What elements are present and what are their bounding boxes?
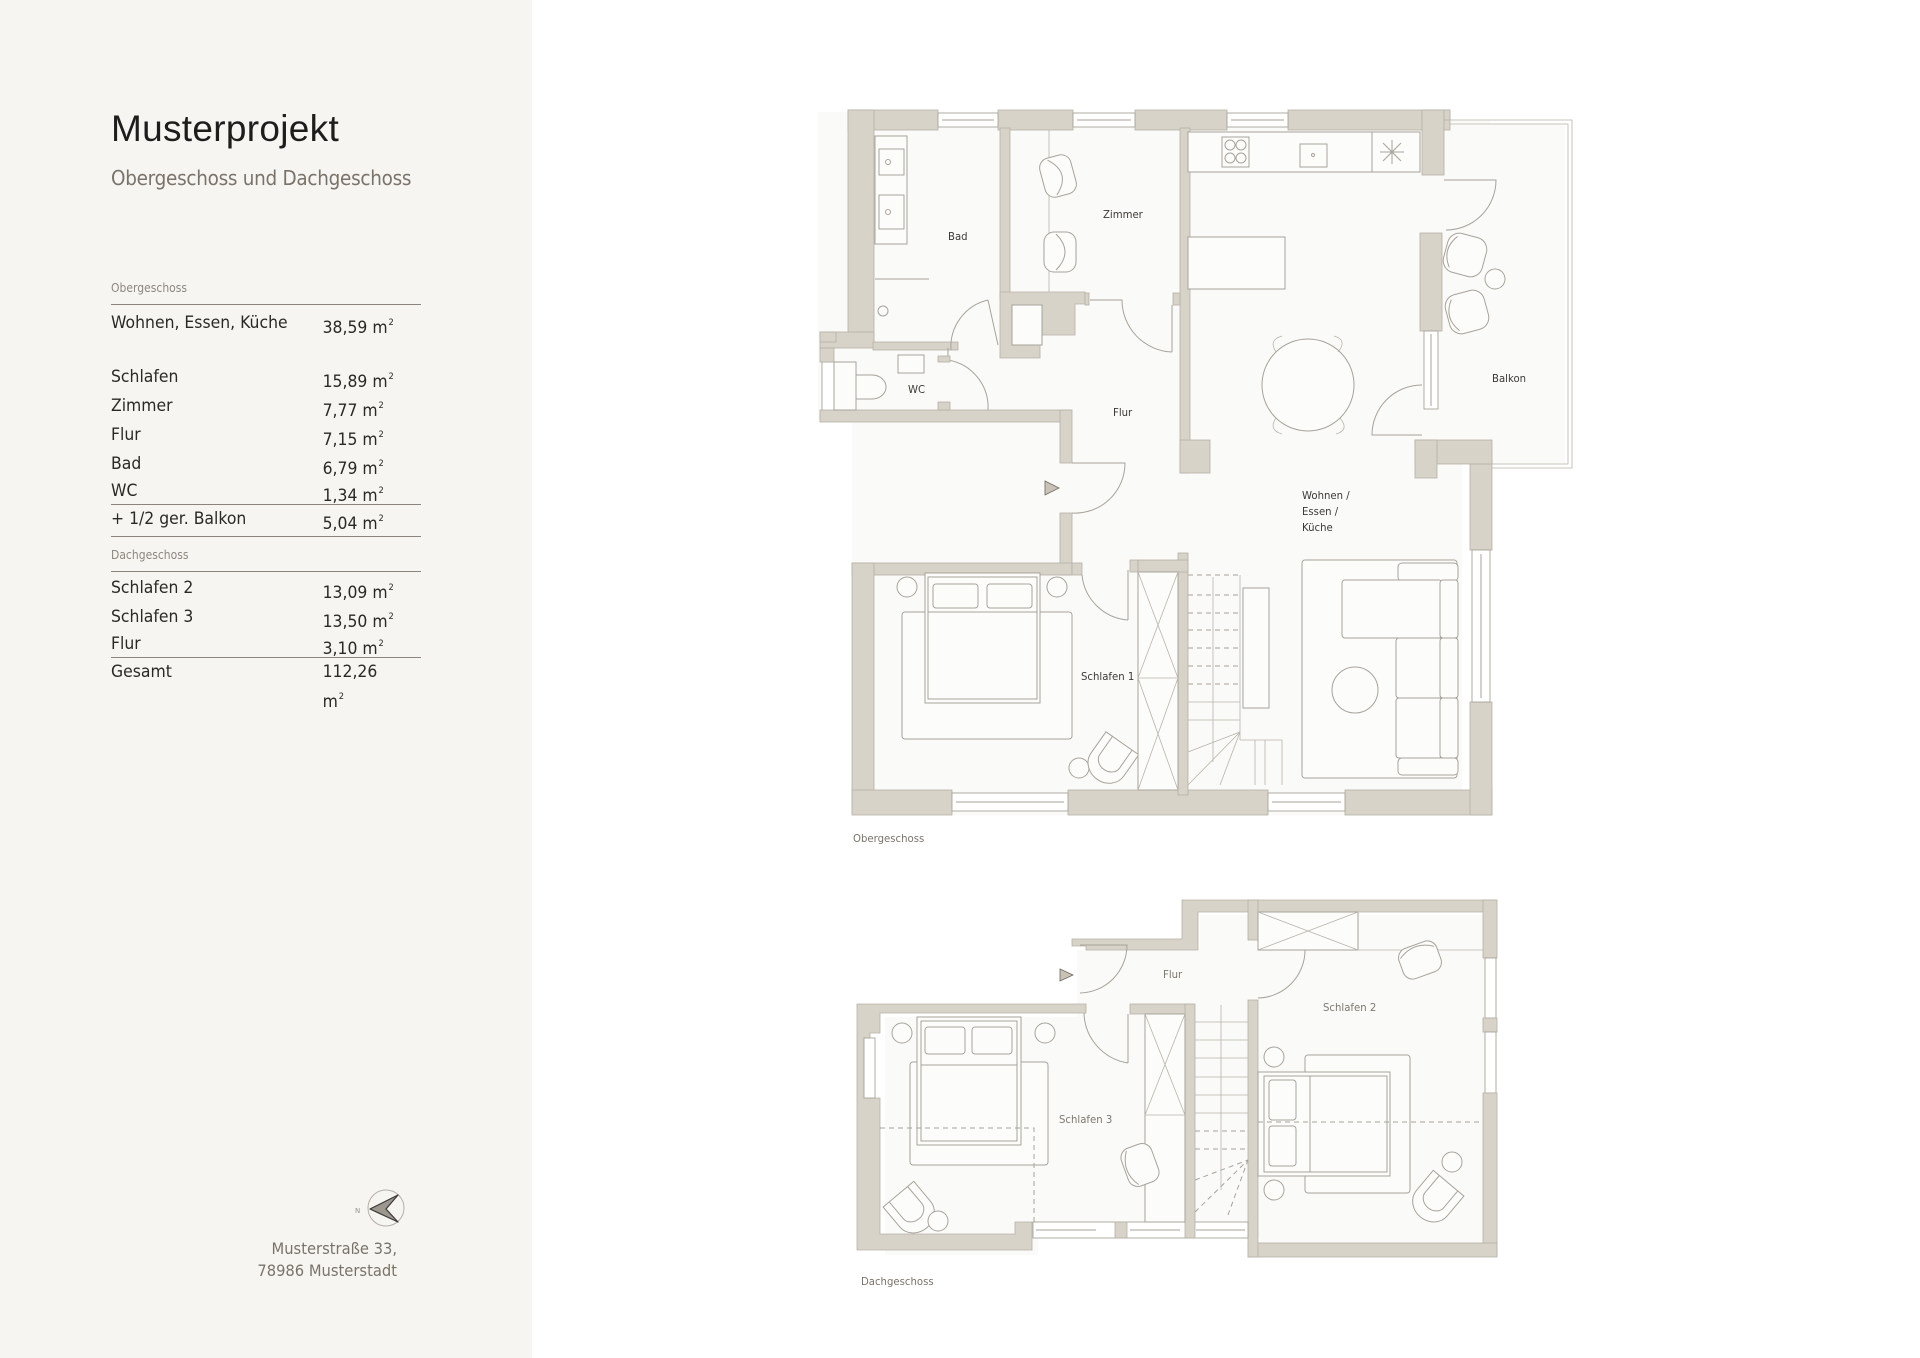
area-row: Bad 6,79 m2: [111, 450, 396, 479]
address-line-2: 78986 Musterstadt: [257, 1261, 397, 1280]
area-row-label: Schlafen: [111, 367, 179, 387]
section-label-obergeschoss: Obergeschoss: [111, 281, 188, 295]
room-label-schlafen1: Schlafen 1: [1081, 670, 1135, 683]
address: Musterstraße 33, 78986 Musterstadt: [253, 1238, 397, 1282]
divider: [111, 571, 421, 572]
area-row: Flur 7,15 m2: [111, 421, 396, 450]
area-row-label: Schlafen 2: [111, 578, 194, 598]
divider: [111, 504, 421, 505]
area-row: WC 1,34 m2: [111, 479, 396, 506]
area-row-value: 13,50 m2: [322, 612, 394, 632]
area-row-value: 3,10 m2: [322, 639, 384, 659]
divider: [111, 657, 421, 658]
area-row: Schlafen 2 13,09 m2: [111, 572, 396, 603]
area-row: Wohnen, Essen, Küche 38,59 m2: [111, 305, 396, 363]
project-title: Musterprojekt: [111, 108, 340, 149]
area-row-label: Wohnen, Essen, Küche: [111, 313, 288, 333]
area-row-value: 6,79 m2: [322, 459, 384, 479]
area-row-label: Bad: [111, 454, 142, 474]
room-label-flur: Flur: [1113, 406, 1133, 419]
room-label-balkon: Balkon: [1492, 372, 1527, 385]
area-row-value: 112,26 m2: [322, 662, 378, 712]
area-row: Schlafen 15,89 m2: [111, 363, 396, 392]
area-row-label: Gesamt: [111, 662, 172, 682]
room-label-schlafen3: Schlafen 3: [1059, 1113, 1113, 1126]
area-row-label: + 1/2 ger. Balkon: [111, 509, 247, 529]
info-sidebar: Musterprojekt Obergeschoss und Dachgesch…: [0, 0, 532, 1358]
area-row-value: 13,09 m2: [322, 583, 394, 603]
area-row-total: Gesamt 112,26 m2: [111, 658, 396, 712]
compass-n-label: N: [355, 1207, 360, 1215]
room-label-wohnen-essen-kueche: Wohnen / Essen / Küche: [1302, 489, 1350, 534]
address-line-1: Musterstraße 33,: [271, 1239, 397, 1258]
plan-caption-dachgeschoss: Dachgeschoss: [861, 1275, 934, 1288]
north-arrow-icon: N: [355, 1186, 407, 1234]
plan-obergeschoss: [818, 109, 1573, 816]
area-row-label: WC: [111, 481, 138, 501]
project-subtitle: Obergeschoss und Dachgeschoss: [111, 166, 412, 190]
area-row: Schlafen 3 13,50 m2: [111, 603, 396, 632]
area-row-label: Flur: [111, 634, 141, 654]
divider: [111, 536, 421, 537]
plan-caption-obergeschoss: Obergeschoss: [853, 832, 925, 845]
area-row: Zimmer 7,77 m2: [111, 392, 396, 421]
area-row: Flur 3,10 m2: [111, 632, 396, 659]
divider: [111, 304, 421, 305]
area-row-value: 5,04 m2: [322, 514, 384, 534]
room-label-bad: Bad: [948, 230, 968, 243]
room-label-wc: WC: [908, 383, 926, 396]
area-row-value: 7,15 m2: [322, 430, 384, 450]
area-row-value: 7,77 m2: [322, 401, 384, 421]
area-row-balcony: + 1/2 ger. Balkon 5,04 m2: [111, 505, 396, 536]
room-label-flur-dg: Flur: [1163, 968, 1183, 981]
area-row-label: Schlafen 3: [111, 607, 194, 627]
area-row-value: 15,89 m2: [322, 372, 394, 392]
room-label-zimmer: Zimmer: [1103, 208, 1143, 221]
area-row-label: Flur: [111, 425, 141, 445]
plan-dachgeschoss: [856, 899, 1498, 1258]
room-label-schlafen2: Schlafen 2: [1323, 1001, 1377, 1014]
area-table: Obergeschoss Wohnen, Essen, Küche 38,59 …: [111, 278, 421, 712]
section-label-dachgeschoss: Dachgeschoss: [111, 548, 189, 562]
area-row-label: Zimmer: [111, 396, 173, 416]
area-row-value: 38,59 m2: [322, 318, 394, 338]
area-row-value: 1,34 m2: [322, 486, 384, 506]
